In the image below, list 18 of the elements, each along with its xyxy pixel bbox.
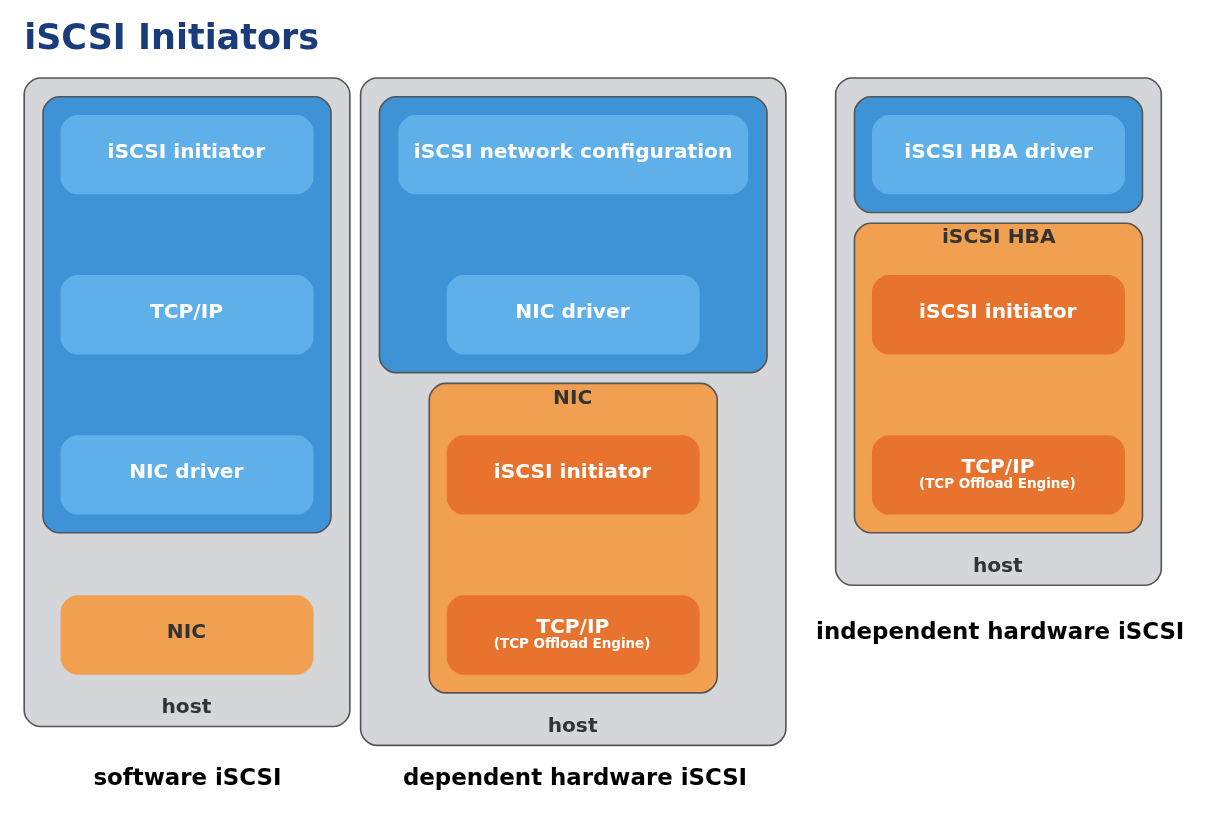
node-box: NIC driver — [446, 275, 700, 355]
node-box: NIC driver — [60, 435, 314, 515]
node-box: NIC — [60, 595, 314, 675]
diagram-title: iSCSI Initiators — [24, 17, 320, 58]
node-label: dependent hardware iSCSI — [403, 763, 748, 790]
node-box: TCP/IP (TCP Offload Engine) — [446, 595, 700, 675]
cluster — [853, 95, 1144, 214]
node-box: TCP/IP (TCP Offload Engine) — [871, 435, 1125, 515]
node-box: iSCSI network configuration — [398, 114, 749, 195]
node-box: iSCSI initiator — [60, 114, 314, 195]
node-box: iSCSI HBA driver — [871, 114, 1125, 195]
node-label: independent hardware iSCSI — [816, 618, 1185, 645]
node-box: iSCSI initiator — [446, 435, 700, 515]
node-box: TCP/IP — [60, 275, 314, 355]
cluster — [378, 95, 768, 374]
cluster — [42, 95, 332, 534]
node-box: iSCSI initiator — [871, 275, 1125, 355]
node-label: software iSCSI — [93, 763, 282, 790]
